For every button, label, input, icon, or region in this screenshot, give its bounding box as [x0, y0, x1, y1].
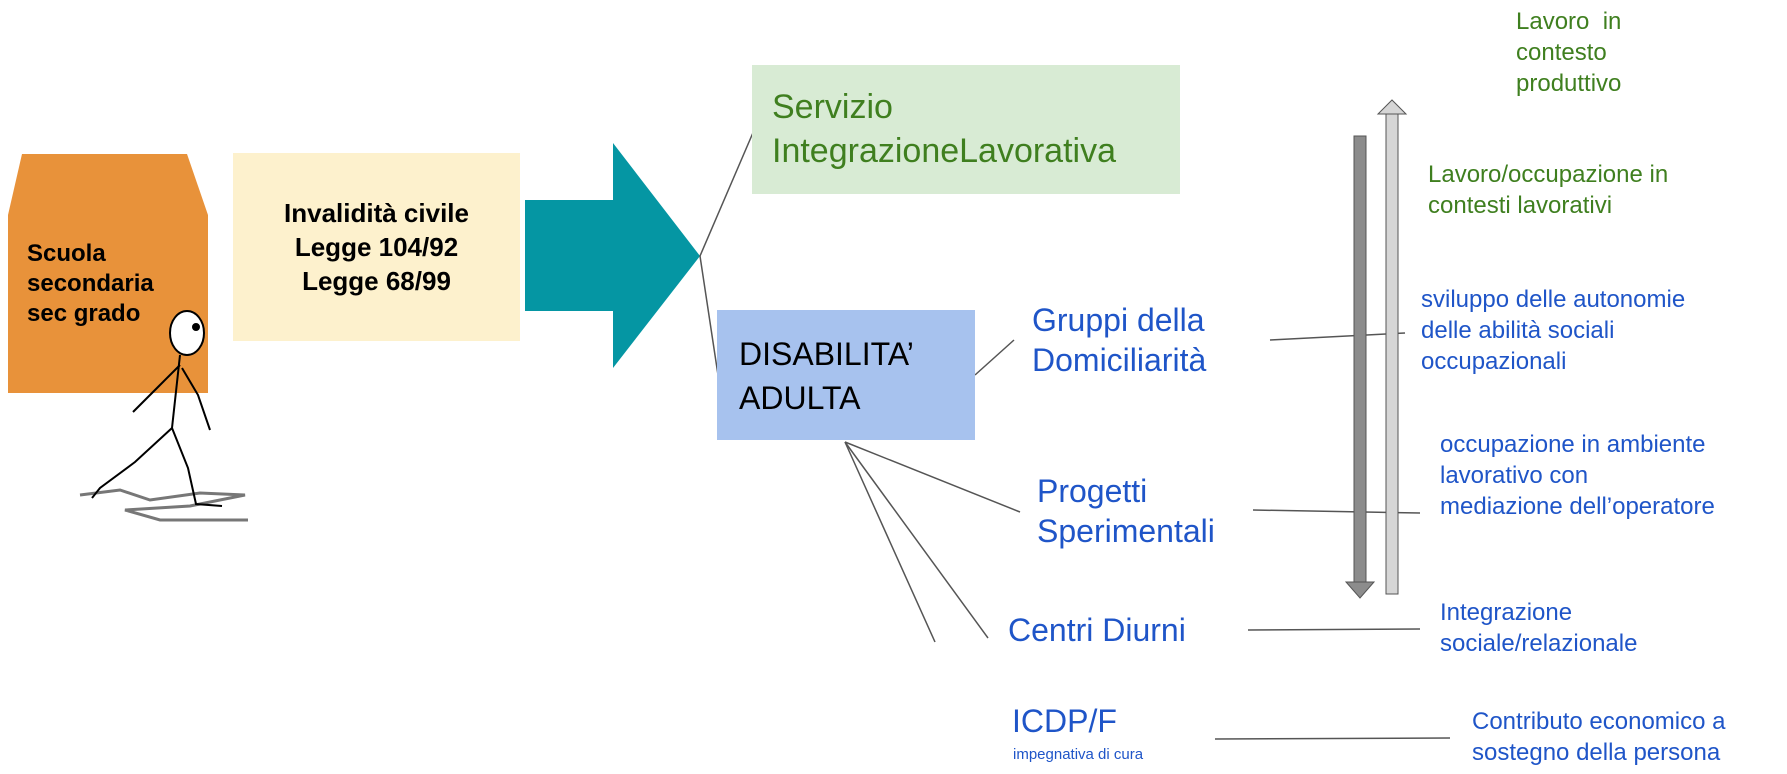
outcome-line: Integrazione	[1440, 599, 1573, 626]
service-line: Centri Diurni	[1008, 612, 1186, 648]
outcome-line: produttivo	[1516, 70, 1622, 97]
law-line: Legge 68/99	[302, 266, 451, 296]
outcome-line: sostegno della persona	[1472, 739, 1721, 766]
outcome-line: occupazionali	[1421, 348, 1567, 375]
outcome-line: Contributo economico a	[1472, 708, 1726, 735]
school-label: Scuola secondaria sec grado	[27, 239, 154, 329]
service-line: Gruppi della	[1032, 302, 1205, 338]
outcome-line: sviluppo delle autonomie	[1421, 286, 1686, 313]
service-icdpf-note: impegnativa di cura	[1013, 746, 1144, 763]
service-line: Domiciliarità	[1032, 342, 1207, 378]
service-line: Sperimentali	[1037, 513, 1215, 549]
service-gruppi-domiciliarita: Gruppi della Domiciliarità	[1032, 300, 1206, 380]
outcome-occupazione-ambiente: occupazione in ambiente lavorativo con m…	[1440, 429, 1715, 522]
law-line: Invalidità civile	[284, 198, 469, 228]
outcome-line: contesti lavorativi	[1428, 192, 1613, 219]
outcome-sviluppo-autonomie: sviluppo delle autonomie delle abilità s…	[1421, 284, 1685, 377]
outcome-integrazione-sociale: Integrazione sociale/relazionale	[1440, 597, 1637, 659]
school-line: Scuola	[27, 240, 106, 267]
service-progetti-sperimentali: Progetti Sperimentali	[1037, 471, 1215, 551]
main-arrow-shape	[525, 143, 700, 368]
outcome-lavoro-occupazione: Lavoro/occupazione in contesti lavorativ…	[1428, 159, 1668, 221]
walking-person-figure	[79, 310, 248, 522]
outcome-line: contesto	[1516, 39, 1607, 66]
vertical-down-arrow	[1344, 135, 1376, 599]
school-building-shape	[8, 154, 208, 393]
vertical-up-arrow	[1376, 99, 1408, 595]
outcome-line: sociale/relazionale	[1440, 630, 1638, 657]
outcome-line: occupazione in ambiente	[1440, 431, 1706, 458]
school-line: secondaria	[27, 270, 154, 297]
service-centri-diurni: Centri Diurni	[1008, 610, 1186, 650]
servizio-integrazione-box: Servizio IntegrazioneLavorativa	[752, 65, 1180, 194]
disabilita-line: ADULTA	[739, 380, 861, 416]
connector-lines	[699, 127, 1451, 740]
outcome-line: delle abilità sociali	[1421, 317, 1615, 344]
outcome-contributo-economico: Contributo economico a sostegno della pe…	[1472, 706, 1725, 768]
service-icdpf: ICDP/F	[1012, 701, 1117, 741]
service-line: Progetti	[1037, 473, 1148, 509]
law-line: Legge 104/92	[294, 232, 459, 262]
service-line: ICDP/F	[1012, 703, 1117, 739]
disabilita-adulta-box: DISABILITA’ ADULTA	[717, 310, 975, 440]
disabilita-line: DISABILITA’	[739, 336, 914, 372]
school-line: sec grado	[27, 300, 141, 327]
outcome-line: lavorativo con	[1440, 462, 1589, 489]
servizio-line: IntegrazioneLavorativa	[772, 132, 1117, 170]
outcome-line: Lavoro/occupazione in	[1428, 161, 1669, 188]
outcome-line: Lavoro in	[1516, 8, 1622, 35]
laws-box: Invalidità civile Legge 104/92 Legge 68/…	[233, 153, 520, 341]
outcome-lavoro-contesto-produttivo: Lavoro in contesto produttivo	[1516, 6, 1621, 99]
servizio-line: Servizio	[772, 88, 893, 126]
outcome-line: mediazione dell’operatore	[1440, 493, 1715, 520]
